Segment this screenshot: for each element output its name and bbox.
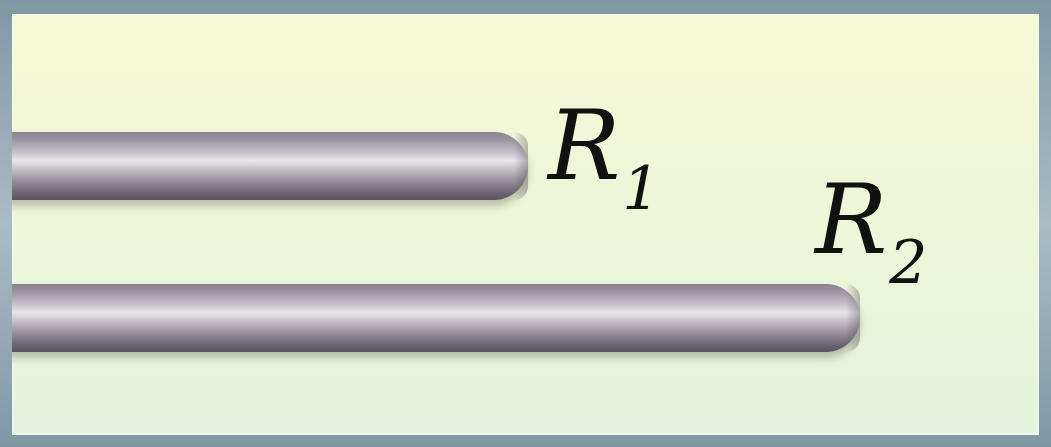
diagram-panel	[12, 14, 1039, 435]
label-r1-main: R	[548, 90, 621, 202]
label-r1: R1	[548, 98, 660, 219]
label-r2: R2	[815, 172, 927, 293]
label-r2-subscript: 2	[889, 228, 928, 298]
rod-r2	[12, 284, 860, 352]
label-r2-main: R	[815, 164, 888, 276]
label-r1-subscript: 1	[622, 154, 661, 224]
rod-r1	[12, 132, 528, 200]
